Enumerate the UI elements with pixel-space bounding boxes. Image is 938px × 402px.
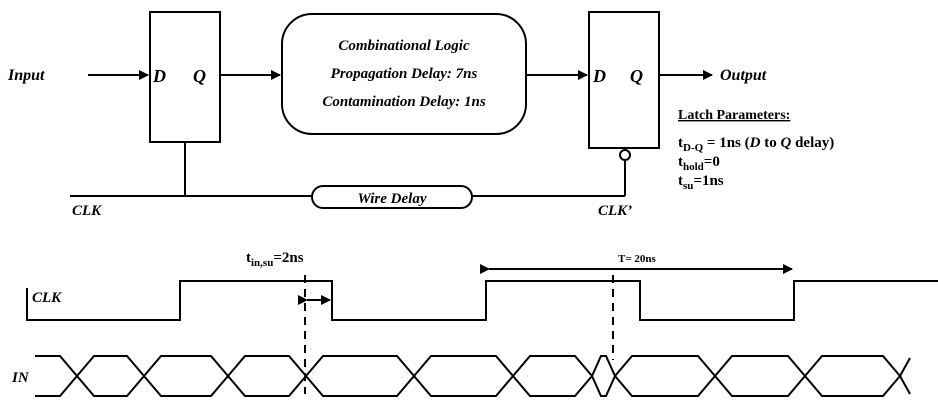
clk-label: CLK <box>72 203 102 219</box>
logic-title: Combinational Logic <box>338 38 470 54</box>
latch2-box <box>588 11 660 149</box>
wire-delay-label: Wire Delay <box>357 191 426 207</box>
output-label: Output <box>720 67 767 84</box>
input-label: Input <box>7 67 45 84</box>
logic-contamination-delay: Contamination Delay: 1ns <box>322 94 486 110</box>
thold-parameter: thold=0 <box>678 154 720 173</box>
clk-waveform <box>26 280 938 321</box>
latch2-d-label: D <box>592 66 606 86</box>
logic-propagation-delay: Propagation Delay: 7ns <box>331 66 478 82</box>
latch1-q-label: Q <box>193 66 206 86</box>
in-waveform-label: IN <box>11 370 30 386</box>
clock-inversion-bubble <box>619 149 631 161</box>
clk-waveform-label: CLK <box>32 290 62 306</box>
latch-parameters-title: Latch Parameters: <box>678 108 790 123</box>
clk-prime-label: CLK’ <box>598 203 632 219</box>
latch1-d-label: D <box>152 66 166 86</box>
latch2-q-label: Q <box>630 66 643 86</box>
tin-su-label: tin,su=2ns <box>246 250 304 269</box>
tdq-parameter: tD-Q = 1ns (D to Q delay) <box>678 135 834 154</box>
in-data-waveform <box>35 355 911 397</box>
tsu-parameter: tsu=1ns <box>678 173 724 192</box>
period-label: T= 20ns <box>618 253 656 265</box>
